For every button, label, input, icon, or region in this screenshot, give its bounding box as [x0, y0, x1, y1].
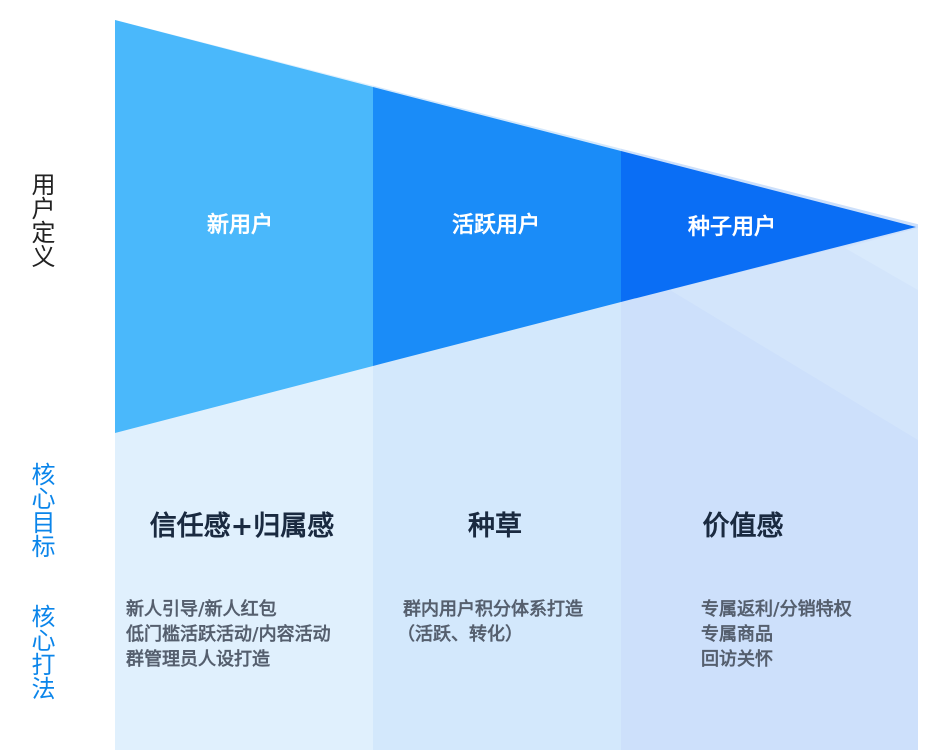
tactic-item: 新人引导/新人红包	[126, 599, 277, 620]
background-above-funnel	[115, 0, 925, 226]
funnel-segment-seed-users	[621, 151, 916, 302]
funnel-segment-active-users	[373, 87, 621, 366]
tactics-active-users: 群内用户积分体系打造 （活跃、转化）	[397, 597, 583, 647]
tactic-item: 专属返利/分销特权	[701, 599, 852, 620]
stage-label-active-users: 活跃用户	[451, 213, 540, 238]
tactic-item: 群管理员人设打造	[126, 649, 270, 670]
tactics-seed-users: 专属返利/分销特权 专属商品 回访关怀	[701, 597, 852, 672]
side-label-user-definition: 用户定义	[27, 172, 55, 268]
goal-label-seed-users: 价值感	[702, 511, 784, 542]
tactic-item: 回访关怀	[701, 649, 773, 670]
stage-label-new-users: 新用户	[206, 213, 273, 238]
stage-label-seed-users: 种子用户	[687, 215, 776, 240]
tactic-item: 群内用户积分体系打造	[403, 599, 583, 620]
tactic-item: （活跃、转化）	[397, 624, 523, 645]
goal-label-active-users: 种草	[468, 511, 522, 542]
light-band-2	[670, 228, 918, 440]
goal-label-new-users: 信任感+归属感	[149, 511, 335, 542]
side-label-core-goal: 核心目标	[27, 462, 55, 558]
tactic-item: 低门槛活跃活动/内容活动	[126, 624, 331, 645]
tactic-item: 专属商品	[701, 624, 773, 645]
tactics-new-users: 新人引导/新人红包 低门槛活跃活动/内容活动 群管理员人设打造	[126, 597, 331, 672]
funnel-segment-new-users	[115, 20, 373, 433]
side-label-core-strategy: 核心打法	[27, 604, 55, 700]
